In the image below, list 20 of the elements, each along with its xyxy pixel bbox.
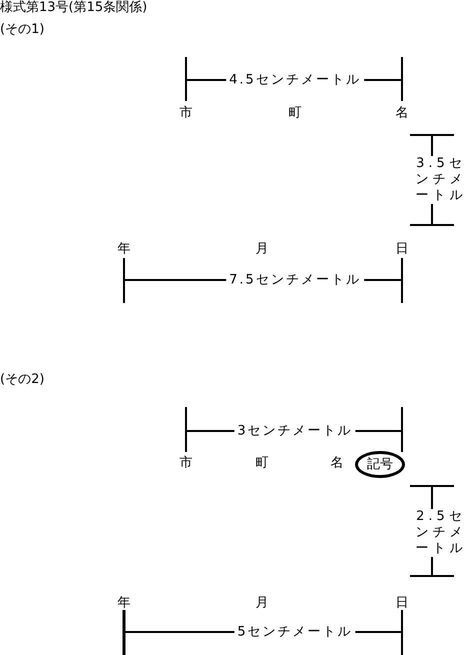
field-character: 日 — [396, 596, 408, 610]
dimension-label: 3センチメートル — [234, 424, 356, 438]
form-title: 様式第13号(第15条関係) — [0, 0, 148, 15]
field-character: 市 — [180, 456, 192, 470]
field-character: 日 — [396, 242, 408, 256]
dimension-label: 4.5センチメートル — [226, 72, 364, 88]
dimension-label: 5センチメートル — [234, 624, 356, 640]
field-character: 市 — [180, 106, 192, 120]
field-character: 月 — [256, 596, 268, 610]
oval-mark: 記号 — [355, 450, 405, 478]
field-character: 年 — [118, 596, 130, 610]
section-heading: (その2) — [0, 372, 44, 387]
section-heading: (その1) — [0, 22, 44, 37]
field-character: 町 — [288, 106, 302, 120]
dimension-label: 7.5センチメートル — [226, 272, 364, 288]
field-character: 町 — [256, 456, 268, 470]
field-character: 名 — [330, 456, 344, 470]
field-character: 年 — [118, 242, 130, 256]
field-character: 月 — [256, 242, 268, 256]
field-character: 名 — [396, 106, 408, 120]
